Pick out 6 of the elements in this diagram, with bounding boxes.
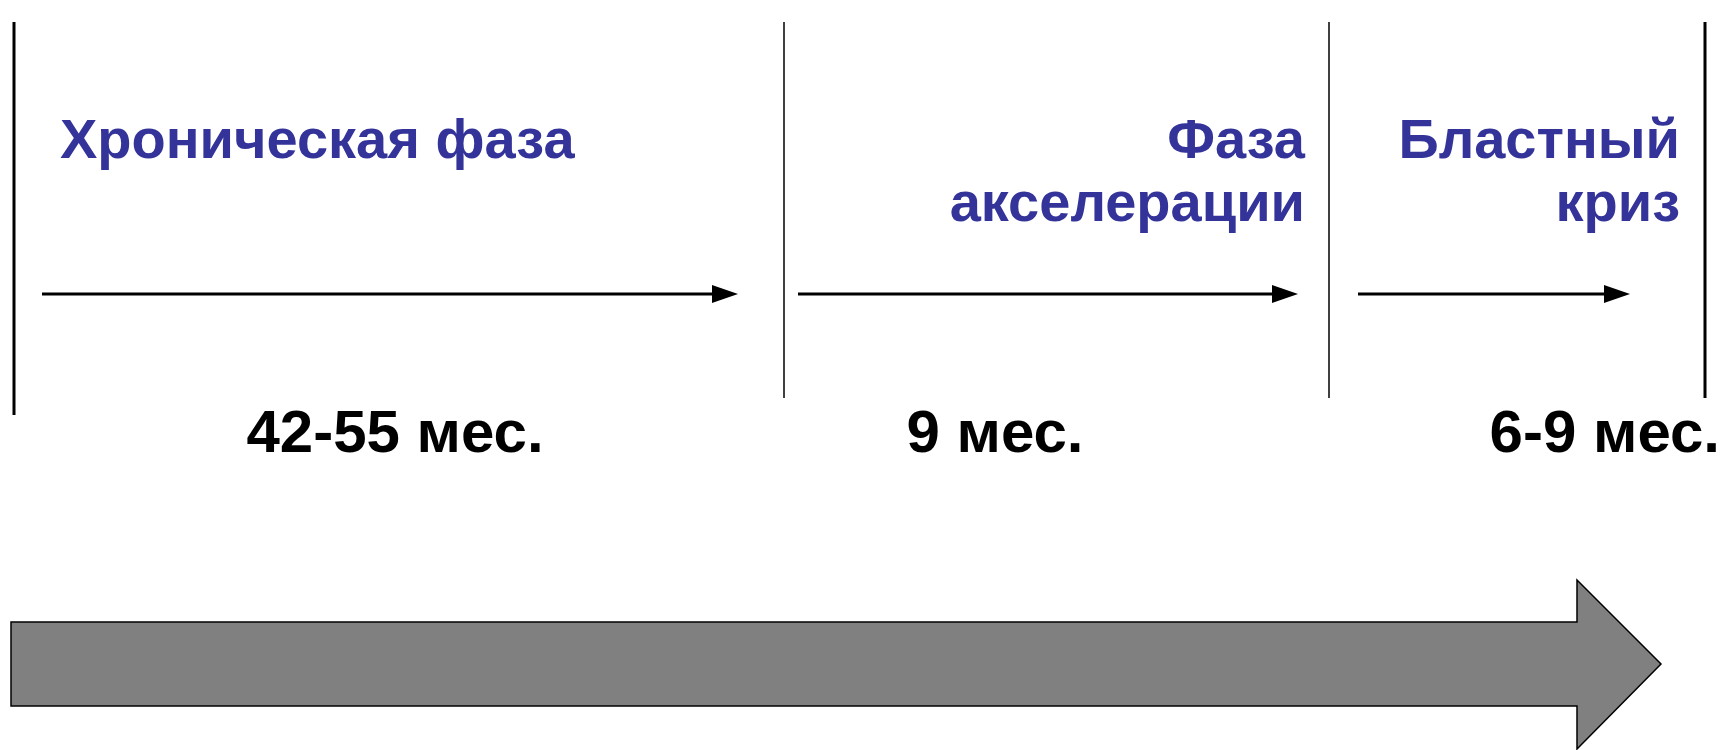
phase-title: Хроническая фаза <box>60 107 575 170</box>
duration-label: 6-9 мес. <box>1489 398 1720 465</box>
phase-title: Бластный криз <box>1398 107 1680 233</box>
phase-title: Фаза акселерации <box>949 107 1305 233</box>
duration-label: 9 мес. <box>906 398 1084 465</box>
duration-label: 42-55 мес. <box>246 398 544 465</box>
